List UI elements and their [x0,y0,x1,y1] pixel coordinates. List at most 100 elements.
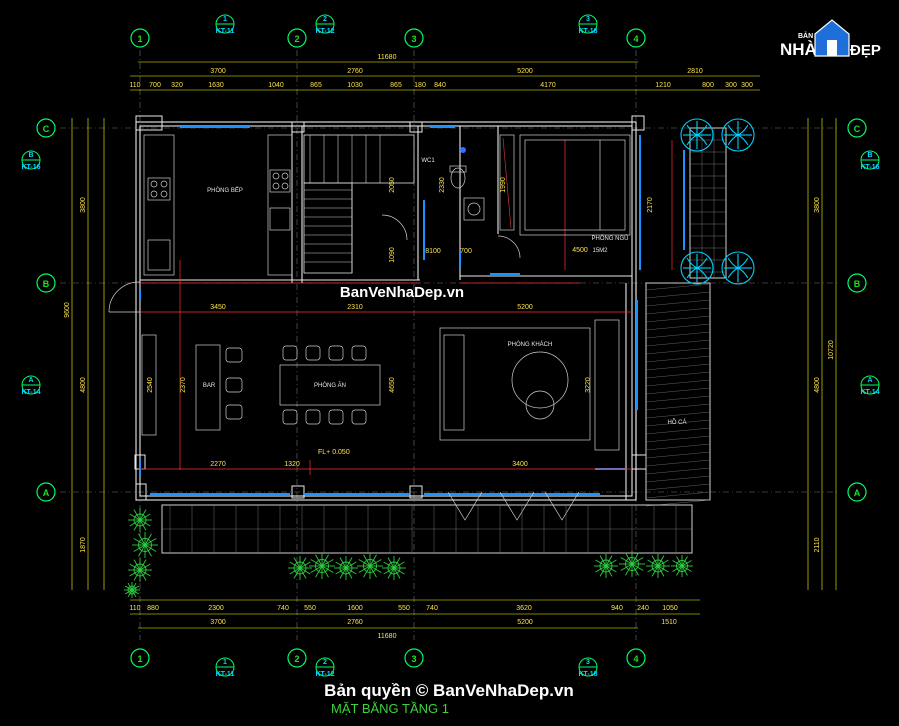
svg-text:B: B [854,279,861,289]
svg-text:1210: 1210 [655,82,671,89]
svg-text:4170: 4170 [540,82,556,89]
windows [139,126,685,495]
svg-text:KT-12: KT-12 [315,28,334,35]
svg-text:KT-11: KT-11 [216,28,235,35]
svg-text:3: 3 [586,659,590,666]
svg-text:1630: 1630 [208,82,224,89]
svg-text:B: B [43,279,50,289]
svg-text:2760: 2760 [347,68,363,75]
dimension-bottom: 110 880 2300 740 550 1600 550 740 3620 9… [129,605,677,640]
svg-text:9600: 9600 [64,302,71,318]
svg-text:1510: 1510 [661,619,677,626]
svg-text:3620: 3620 [516,605,532,612]
svg-text:110: 110 [129,605,140,612]
section-tag-kt12-bottom: 2KT-12 [315,657,335,678]
svg-text:A: A [28,377,33,384]
svg-text:3700: 3700 [210,619,226,626]
svg-text:3: 3 [411,34,416,44]
walls [134,115,647,501]
section-tag-kt18-top: 3KT-18 [578,14,598,35]
red-markings [140,140,673,475]
svg-text:840: 840 [434,82,446,89]
grid-bubble-4: 4 [626,28,646,48]
svg-text:865: 865 [390,82,402,89]
svg-text:2270: 2270 [210,461,226,468]
svg-text:KT-12: KT-12 [315,671,334,678]
svg-text:300: 300 [741,82,753,89]
svg-text:10720: 10720 [828,340,835,360]
svg-text:3220: 3220 [585,377,592,393]
svg-text:550: 550 [398,605,410,612]
svg-text:3700: 3700 [210,68,226,75]
svg-text:740: 740 [426,605,438,612]
staircase [303,134,415,274]
svg-text:3400: 3400 [512,461,528,468]
section-tag-kt18-bottom: 3KT-18 [578,657,598,678]
grid-bubbles-bottom: 1 2 3 4 1KT-11 2KT-12 3KT-18 [130,648,646,678]
grid-bubble-c-left: C [36,118,56,138]
svg-text:2110: 2110 [814,537,821,552]
svg-text:300: 300 [725,82,737,89]
svg-text:880: 880 [147,605,159,612]
room-label-bedroom: PHÒNG NGỦ [591,235,628,242]
svg-text:180: 180 [414,82,426,89]
grid-bubble-2-bottom: 2 [287,648,307,668]
svg-text:4: 4 [633,34,638,44]
svg-text:865: 865 [310,82,322,89]
interior-dimensions: 3450 2310 5200 2270 1320 3400 2540 2370 … [147,177,654,468]
bedroom-furniture [499,134,631,236]
svg-text:3: 3 [411,654,416,664]
svg-text:A: A [867,377,872,384]
svg-text:KT-18: KT-18 [578,28,597,35]
svg-text:2810: 2810 [687,68,703,75]
svg-text:1: 1 [223,16,227,23]
svg-text:2: 2 [323,659,327,666]
fish-pond [645,282,711,507]
svg-text:5200: 5200 [517,68,533,75]
svg-text:1: 1 [137,654,142,664]
svg-text:2300: 2300 [208,605,224,612]
grid-bubble-3: 3 [404,28,424,48]
watermark-center: BanVeNhaDep.vn [340,284,464,301]
section-tag-a-left: AKT-14 [21,375,41,396]
svg-text:2370: 2370 [180,377,187,393]
svg-text:3450: 3450 [210,304,226,311]
section-tag-b-right: BKT-16 [860,150,880,171]
grid-bubbles-right: C B A BKT-16 AKT-14 [847,118,880,502]
grid-bubble-a-right: A [847,482,867,502]
grid-bubbles-left: C B A BKT-16 AKT-14 [21,118,56,502]
svg-text:940: 940 [611,605,623,612]
svg-text:A: A [43,488,50,498]
svg-text:4800: 4800 [80,377,87,393]
room-label-living: PHÒNG KHÁCH [508,341,553,348]
grid-bubble-b-left: B [36,273,56,293]
room-label-pond: HỒ CÁ [667,419,686,426]
svg-text:11680: 11680 [378,633,397,640]
svg-text:700: 700 [460,248,472,255]
svg-text:320: 320 [171,82,183,89]
svg-text:1030: 1030 [347,82,363,89]
svg-text:1990: 1990 [500,177,507,193]
dimension-top: 11680 3700 2760 5200 2810 110 700 320 16… [129,54,753,89]
svg-text:C: C [43,124,50,134]
room-label-kitchen: PHÒNG BẾP [207,187,243,194]
svg-text:4: 4 [633,654,638,664]
svg-text:240: 240 [637,605,649,612]
drawing-title: MẶT BẰNG TẦNG 1 [331,701,449,716]
svg-text:1320: 1320 [284,461,300,468]
wc-furniture [449,147,485,221]
grid-bubble-1-bottom: 1 [130,648,150,668]
watermark-bottom: Bản quyền © BanVeNhaDep.vn [324,681,574,700]
kitchen-furniture [143,134,293,276]
grid-bubble-3-bottom: 3 [404,648,424,668]
svg-text:4650: 4650 [389,377,396,393]
plants [124,118,755,598]
brand-logo: BẢN VẼ NHÀ ĐẸP [780,19,881,59]
svg-text:4800: 4800 [814,377,821,393]
svg-text:2: 2 [294,654,299,664]
grid-bubble-a-left: A [36,482,56,502]
svg-text:KT-18: KT-18 [578,671,597,678]
grid-bubble-1: 1 [130,28,150,48]
svg-text:1040: 1040 [268,82,284,89]
